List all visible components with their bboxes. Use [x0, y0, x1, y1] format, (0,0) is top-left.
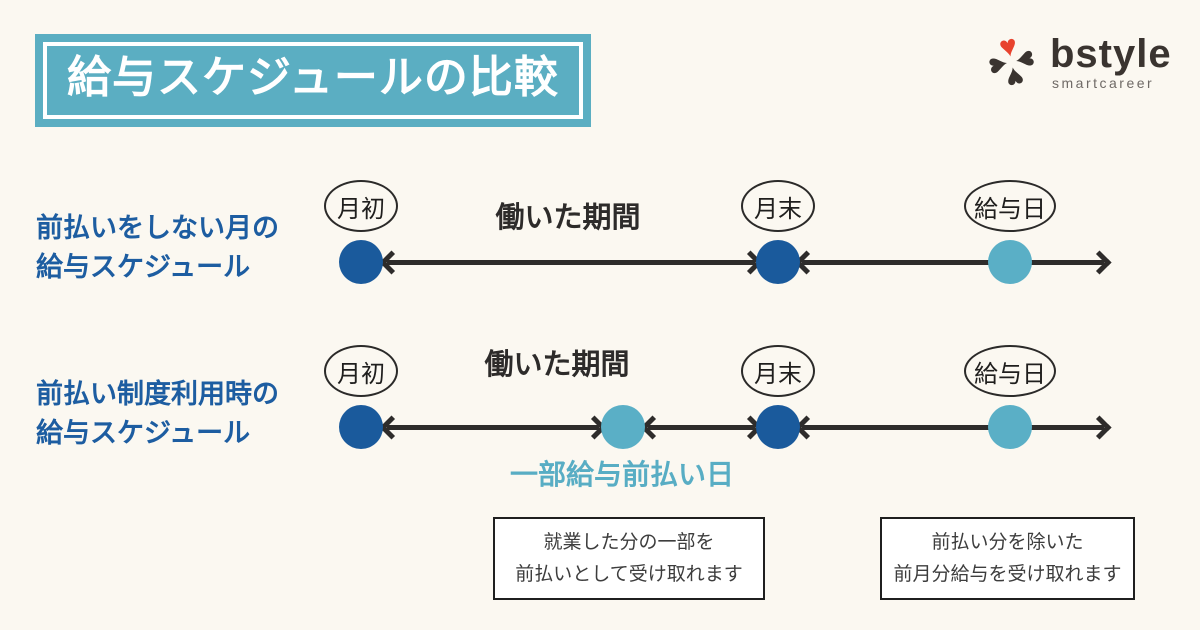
row2-payday-dot [988, 405, 1032, 449]
row1-label-line1: 前払いをしない月の [36, 213, 279, 243]
payday-note-line1: 前払い分を除いた [931, 532, 1084, 554]
row2-month-end-dot [756, 405, 800, 449]
heart-dark-icon [998, 61, 1031, 92]
payday-note-box: 前払い分を除いた 前月分給与を受け取れます [880, 517, 1135, 600]
row2-label: 前払い制度利用時の 給与スケジュール [36, 375, 336, 453]
payday-note-line2: 前月分給与を受け取れます [893, 563, 1122, 585]
row1-worked-period-label: 働いた期間 [495, 202, 641, 234]
row1-month-start-dot [339, 240, 383, 284]
row2-payday-arrow [794, 414, 1112, 440]
row2-payday-tag: 給与日 [964, 345, 1056, 397]
bstyle-logo: bstyle smartcareer [980, 32, 1180, 102]
row2-advance-day-dot [601, 405, 645, 449]
row1-payday-arrow [794, 249, 1112, 275]
row2-label-line1: 前払い制度利用時の [36, 379, 279, 409]
title-box: 給与スケジュールの比較 [35, 34, 591, 127]
row1-payday-tag: 給与日 [964, 180, 1056, 232]
arrow-line [802, 425, 1104, 430]
arrow-line [387, 425, 599, 430]
logo-brand-text: bstyle [1050, 32, 1172, 76]
row1-month-end-dot [756, 240, 800, 284]
row2-label-line2: 給与スケジュール [36, 418, 251, 448]
row1-month-start-tag: 月初 [324, 180, 398, 232]
row2-advance-to-end-arrow [640, 414, 763, 440]
row1-label-line2: 給与スケジュール [36, 252, 251, 282]
row2-month-start-dot [339, 405, 383, 449]
advance-day-label: 一部給与前払い日 [509, 459, 734, 490]
row1-payday-dot [988, 240, 1032, 284]
row1-worked-period-arrow [379, 249, 763, 275]
row2-month-start-tag: 月初 [324, 345, 398, 397]
logo-tagline-text: smartcareer [1052, 75, 1155, 91]
clover-hearts-icon [979, 31, 1045, 97]
arrow-line [648, 425, 755, 430]
arrow-right-head-icon [1087, 414, 1112, 440]
row2-worked-period-label: 働いた期間 [484, 349, 630, 381]
row1-month-end-tag: 月末 [741, 180, 815, 232]
arrow-line [802, 260, 1104, 265]
row2-month-end-tag: 月末 [741, 345, 815, 397]
advance-note-line1: 就業した分の一部を [543, 532, 715, 554]
arrow-right-head-icon [1087, 249, 1112, 275]
arrow-line [387, 260, 755, 265]
row1-label: 前払いをしない月の 給与スケジュール [36, 209, 336, 287]
page-title: 給与スケジュールの比較 [43, 42, 583, 119]
advance-note-line2: 前払いとして受け取れます [515, 563, 743, 585]
advance-note-box: 就業した分の一部を 前払いとして受け取れます [493, 517, 765, 600]
row2-worked-period-arrow [379, 414, 607, 440]
